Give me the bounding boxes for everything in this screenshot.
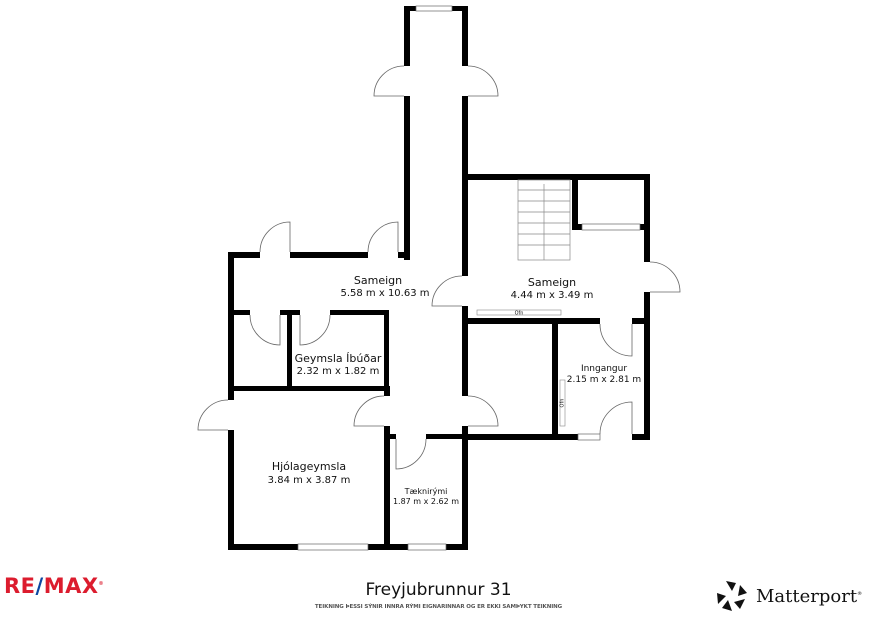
room-size: 2.15 m x 2.81 m [567,375,641,385]
room-name: Inngangur [581,364,627,374]
room-name: Sameign [528,276,576,289]
doors [197,65,681,470]
stairs [517,179,571,261]
matterport-logo: Matterport® [716,580,862,612]
room-name: Hjólageymsla [272,460,346,473]
svg-text:Ofn: Ofn [560,399,566,408]
room-labels: Sameign 5.58 m x 10.63 m Sameign 4.44 m … [268,274,642,506]
matterport-icon [717,581,747,611]
svg-text:Ofn: Ofn [515,311,524,317]
room-name: Sameign [354,274,402,287]
room-size: 1.87 m x 2.62 m [393,497,459,506]
property-title: Freyjubrunnur 31 [365,580,512,600]
radiators: Ofn Ofn [476,309,566,427]
remax-logo: RE/MAX® [4,574,105,598]
room-name: Tæknirými [404,487,448,496]
room-name: Geymsla Íbúðar [295,352,382,365]
windows [297,5,641,551]
room-size: 4.44 m x 3.49 m [511,290,594,301]
room-size: 3.84 m x 3.87 m [268,475,351,486]
room-size: 2.32 m x 1.82 m [297,366,380,377]
room-size: 5.58 m x 10.63 m [340,288,429,299]
disclaimer: TEIKNING ÞESSI SÝNIR INNRA RÝMI EIGNARIN… [314,604,563,610]
